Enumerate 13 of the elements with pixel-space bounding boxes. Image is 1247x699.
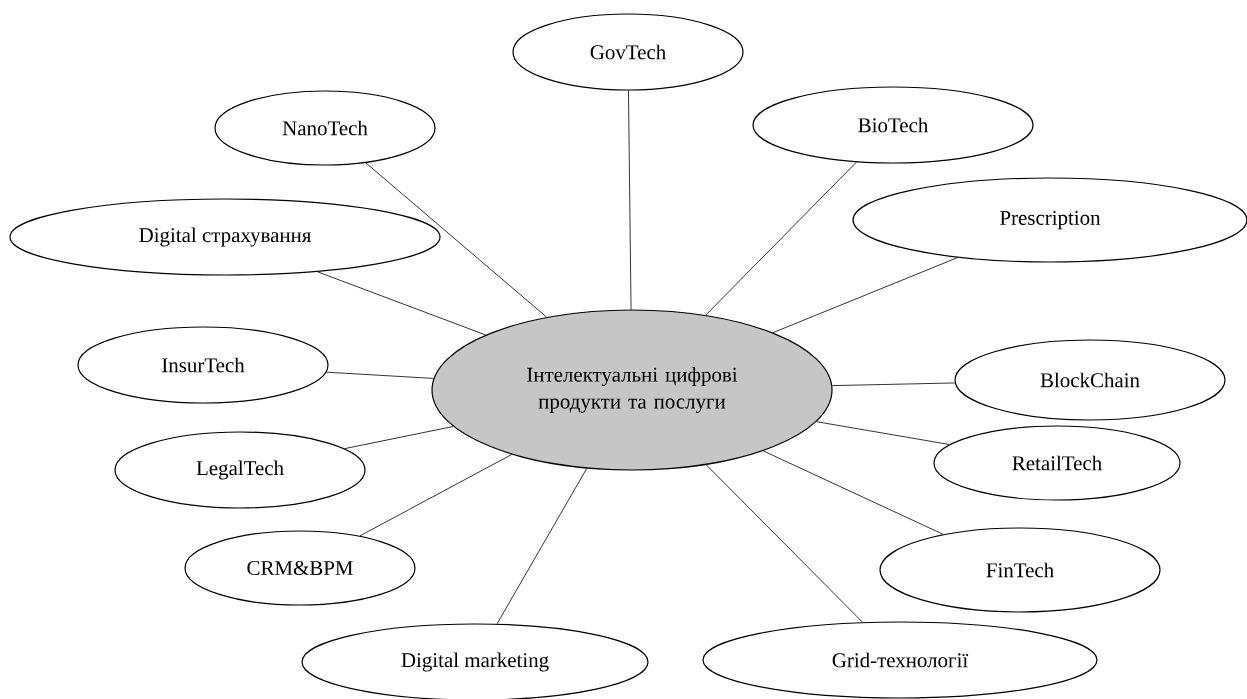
connector-line [344, 426, 454, 450]
connector-line [772, 257, 958, 334]
connector-line [326, 371, 434, 379]
connector-line [365, 162, 547, 318]
connector-line [317, 271, 486, 336]
connector-line [831, 382, 956, 386]
connector-line [705, 161, 857, 316]
connector-line [762, 450, 944, 535]
connector-line [496, 468, 588, 625]
connector-line [816, 421, 950, 445]
connector-line [705, 464, 863, 623]
connector-line [628, 90, 632, 310]
connector-line [359, 454, 513, 537]
